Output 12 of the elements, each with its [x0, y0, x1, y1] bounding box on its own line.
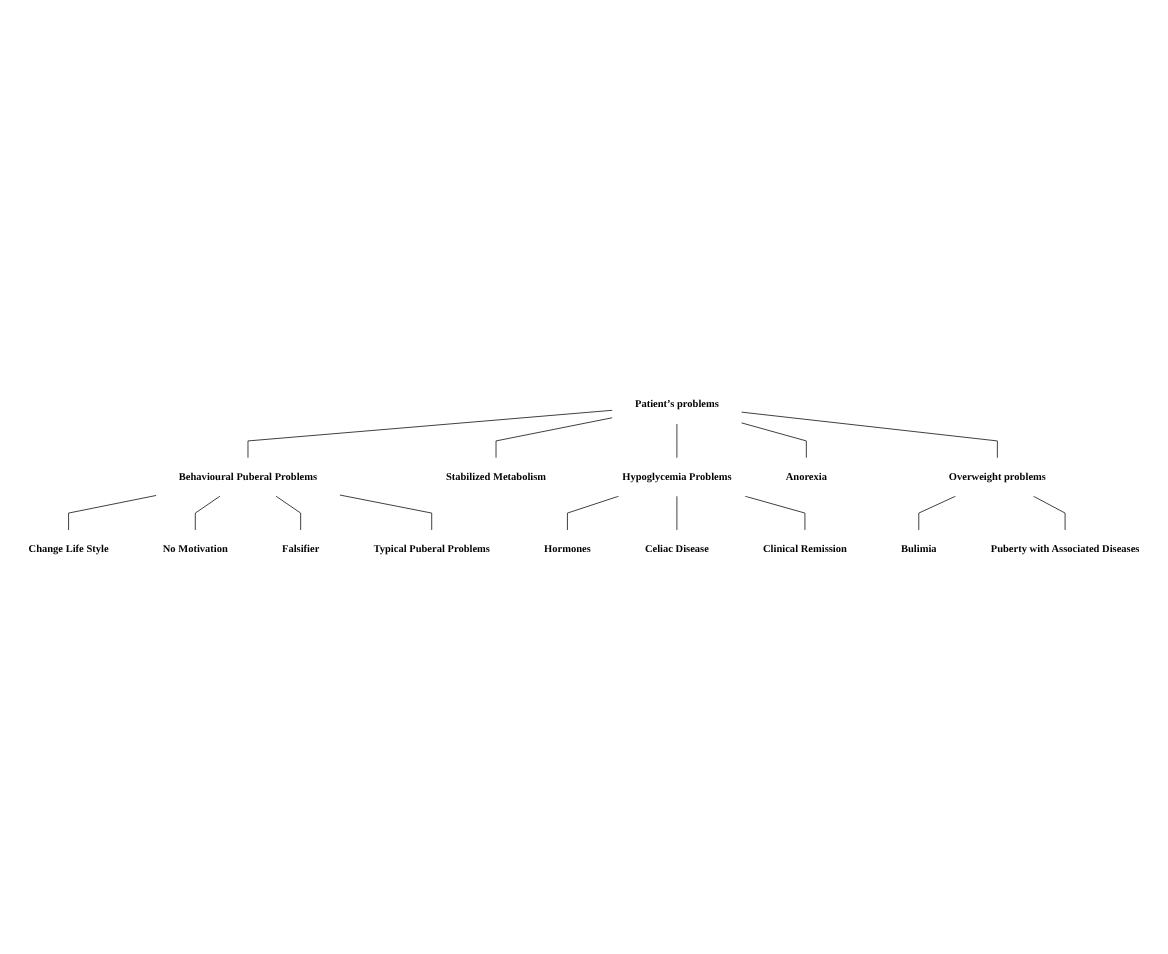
connector	[567, 495, 620, 531]
connector	[247, 409, 613, 459]
connector	[275, 495, 302, 531]
connector	[741, 411, 998, 459]
connector	[1032, 495, 1066, 531]
connector	[68, 495, 157, 531]
connector	[918, 495, 956, 531]
connector	[339, 494, 433, 531]
connector	[194, 495, 221, 531]
connector	[495, 417, 613, 459]
connector	[741, 422, 807, 459]
connector	[744, 495, 806, 531]
